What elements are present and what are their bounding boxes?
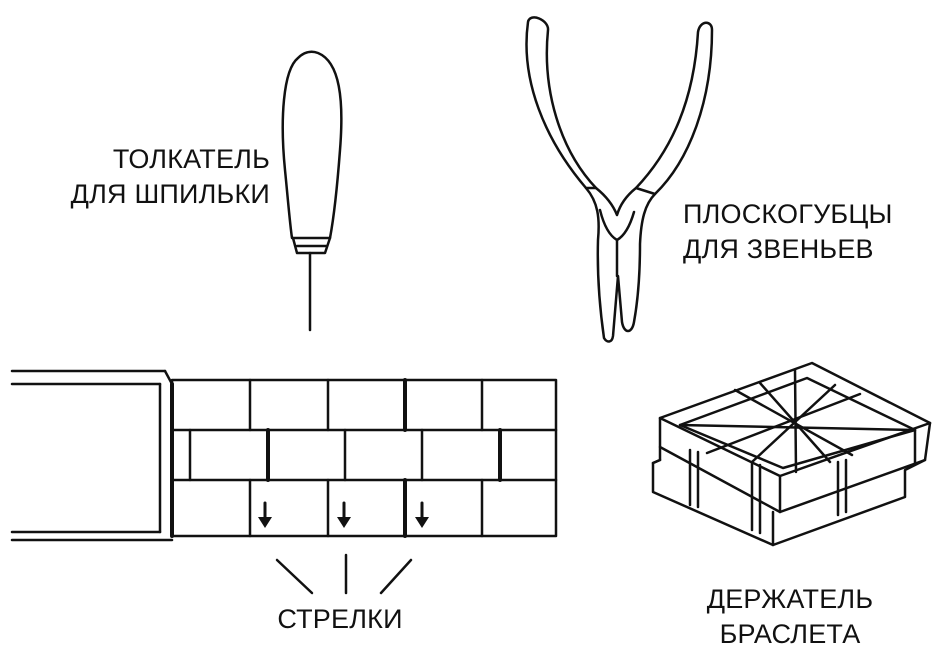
link-pliers-icon	[525, 16, 714, 343]
arrow-pointer-lines	[275, 553, 413, 595]
label-line: БРАСЛЕТА	[719, 619, 861, 649]
label-line: СТРЕЛКИ	[277, 604, 403, 634]
bracelet-links-figure	[10, 369, 558, 542]
label-arrows: СТРЕЛКИ	[240, 602, 440, 637]
label-line: ДЛЯ ЗВЕНЬЕВ	[683, 234, 874, 264]
label-line: ДЕРЖАТЕЛЬ	[706, 584, 874, 614]
bracelet-holder-icon	[651, 361, 932, 547]
label-pliers: ПЛОСКОГУБЦЫ ДЛЯ ЗВЕНЬЕВ	[683, 197, 893, 267]
label-pin-pusher: ТОЛКАТЕЛЬ ДЛЯ ШПИЛЬКИ	[40, 142, 270, 212]
label-bracelet-holder: ДЕРЖАТЕЛЬ БРАСЛЕТА	[680, 582, 900, 652]
label-line: ПЛОСКОГУБЦЫ	[683, 199, 893, 229]
pin-pusher-icon	[281, 50, 343, 332]
label-line: ДЛЯ ШПИЛЬКИ	[70, 179, 270, 209]
label-line: ТОЛКАТЕЛЬ	[112, 144, 270, 174]
